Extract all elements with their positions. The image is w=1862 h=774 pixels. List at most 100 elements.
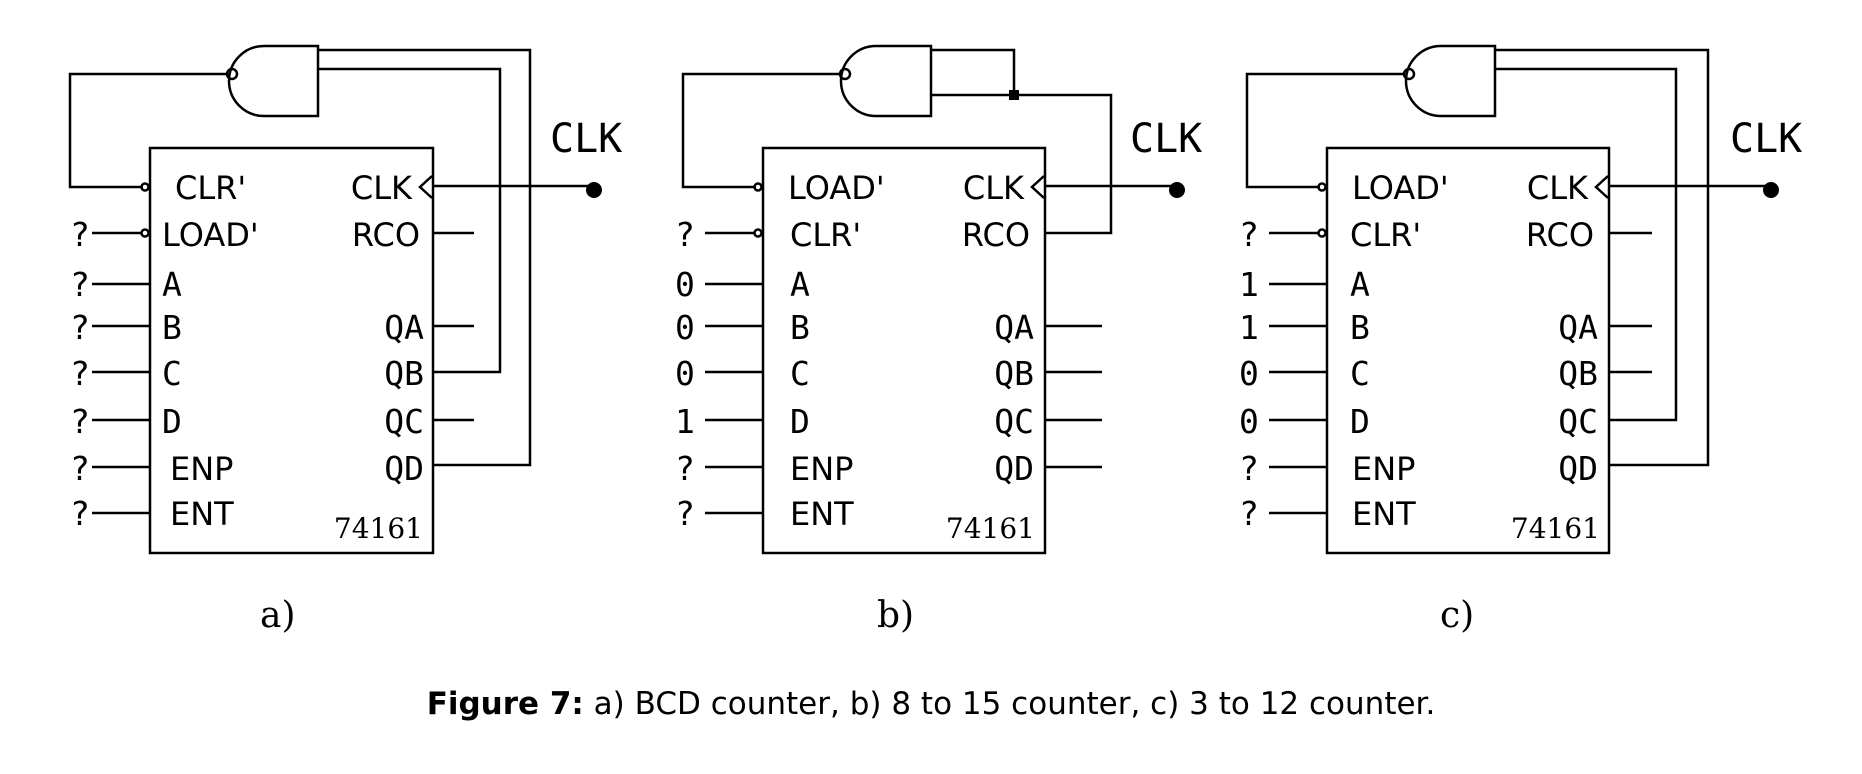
input-value: 0 — [675, 308, 695, 347]
input-value: ? — [675, 215, 695, 254]
input-value: ? — [1239, 215, 1259, 254]
clk-triangle — [418, 175, 433, 199]
caption-text: a) BCD counter, b) 8 to 15 counter, c) 3… — [583, 686, 1436, 722]
counter-diagrams: CLR' LOAD' A B C D ENP ENT CLK RCO QA QB… — [68, 44, 1802, 636]
input-value: 0 — [675, 354, 695, 393]
pin-bubble — [1317, 228, 1327, 238]
input-value: 0 — [675, 265, 695, 304]
input-value: 1 — [1239, 265, 1259, 304]
panel-b: LOAD' CLR' A B C D ENP ENT CLK RCO QA QB… — [675, 44, 1202, 636]
input-value: 0 — [1239, 354, 1259, 393]
pin-qd: QD — [384, 449, 424, 488]
pin-qb: QB — [384, 354, 424, 393]
output-stubs — [1609, 231, 1652, 374]
pin-rco: RCO — [352, 216, 420, 254]
panel-c: LOAD' CLR' A B C D ENP ENT CLK RCO QA QB… — [1239, 44, 1802, 636]
chip-box — [148, 146, 435, 555]
pin-qc: QC — [384, 402, 424, 441]
input-value: ? — [70, 449, 90, 488]
pin-load: LOAD' — [788, 169, 885, 207]
input-value: 1 — [1239, 308, 1259, 347]
caption-prefix: Figure 7: — [426, 686, 584, 722]
pin-b: B — [162, 308, 182, 347]
input-value: ? — [1239, 494, 1259, 533]
pin-enp: ENP — [790, 450, 853, 488]
pin-bubble — [140, 228, 150, 238]
wire-rco — [1014, 93, 1113, 235]
pin-b: B — [1350, 308, 1370, 347]
input-value: ? — [70, 354, 90, 393]
wire-load — [1245, 72, 1404, 189]
pin-ent: ENT — [170, 495, 234, 533]
pin-clr: CLR' — [1350, 216, 1421, 254]
input-value: ? — [675, 449, 695, 488]
pin-qd: QD — [1558, 449, 1598, 488]
pin-bubble — [140, 182, 150, 192]
wire-qc — [1495, 67, 1678, 422]
input-value: ? — [70, 308, 90, 347]
pin-clr: CLR' — [790, 216, 861, 254]
pin-a: A — [162, 265, 182, 304]
pin-b: B — [790, 308, 810, 347]
pin-qc: QC — [994, 402, 1034, 441]
pin-qd: QD — [994, 449, 1034, 488]
output-stubs — [433, 231, 474, 422]
pin-enp: ENP — [1352, 450, 1415, 488]
clk-label: CLK — [550, 116, 622, 162]
pin-a: A — [1350, 265, 1370, 304]
pin-ent: ENT — [1352, 495, 1416, 533]
input-value: ? — [70, 402, 90, 441]
input-value: ? — [1239, 449, 1259, 488]
input-stubs — [1269, 231, 1327, 515]
chip-part: 74161 — [946, 512, 1035, 545]
nand-gate — [227, 44, 320, 118]
clk-label: CLK — [1730, 116, 1802, 162]
pin-d: D — [1350, 402, 1370, 441]
chip-part: 74161 — [334, 512, 423, 545]
pin-c: C — [790, 354, 810, 393]
wire-qb — [318, 67, 502, 374]
input-value: ? — [675, 494, 695, 533]
figure-caption: Figure 7: a) BCD counter, b) 8 to 15 cou… — [0, 686, 1862, 722]
nand-gate — [1404, 44, 1497, 118]
wire-load — [681, 72, 840, 189]
panel-label: b) — [877, 595, 914, 636]
panel-label: a) — [260, 595, 296, 636]
input-value: ? — [70, 494, 90, 533]
pin-qb: QB — [1558, 354, 1598, 393]
pin-c: C — [1350, 354, 1370, 393]
clk-node — [586, 182, 602, 198]
chip-box — [761, 146, 1047, 555]
pin-qa: QA — [384, 308, 424, 347]
wire-gate-loop — [931, 48, 1016, 97]
input-value: ? — [70, 265, 90, 304]
clk-node — [1169, 182, 1185, 198]
pin-clk: CLK — [1527, 169, 1589, 207]
pin-load: LOAD' — [1352, 169, 1449, 207]
pin-qc: QC — [1558, 402, 1598, 441]
pin-qb: QB — [994, 354, 1034, 393]
panel-a: CLR' LOAD' A B C D ENP ENT CLK RCO QA QB… — [68, 44, 622, 636]
wire-qd — [318, 48, 532, 467]
nand-gate — [839, 44, 933, 118]
wire-clear — [68, 72, 227, 189]
pin-enp: ENP — [170, 450, 233, 488]
output-stubs — [1045, 324, 1102, 469]
pin-a: A — [790, 265, 810, 304]
pin-clk: CLK — [351, 169, 413, 207]
input-stubs — [705, 231, 763, 515]
input-value: 0 — [1239, 402, 1259, 441]
panel-label: c) — [1440, 595, 1474, 636]
pin-bubble — [753, 182, 763, 192]
pin-qa: QA — [994, 308, 1034, 347]
clk-triangle — [1594, 175, 1609, 199]
pin-bubble — [1317, 182, 1327, 192]
pin-d: D — [790, 402, 810, 441]
clk-triangle — [1030, 175, 1045, 199]
pin-c: C — [162, 354, 182, 393]
input-value: ? — [70, 215, 90, 254]
pin-rco: RCO — [1526, 216, 1594, 254]
clk-label: CLK — [1130, 116, 1202, 162]
input-stubs — [92, 231, 150, 515]
pin-ent: ENT — [790, 495, 854, 533]
